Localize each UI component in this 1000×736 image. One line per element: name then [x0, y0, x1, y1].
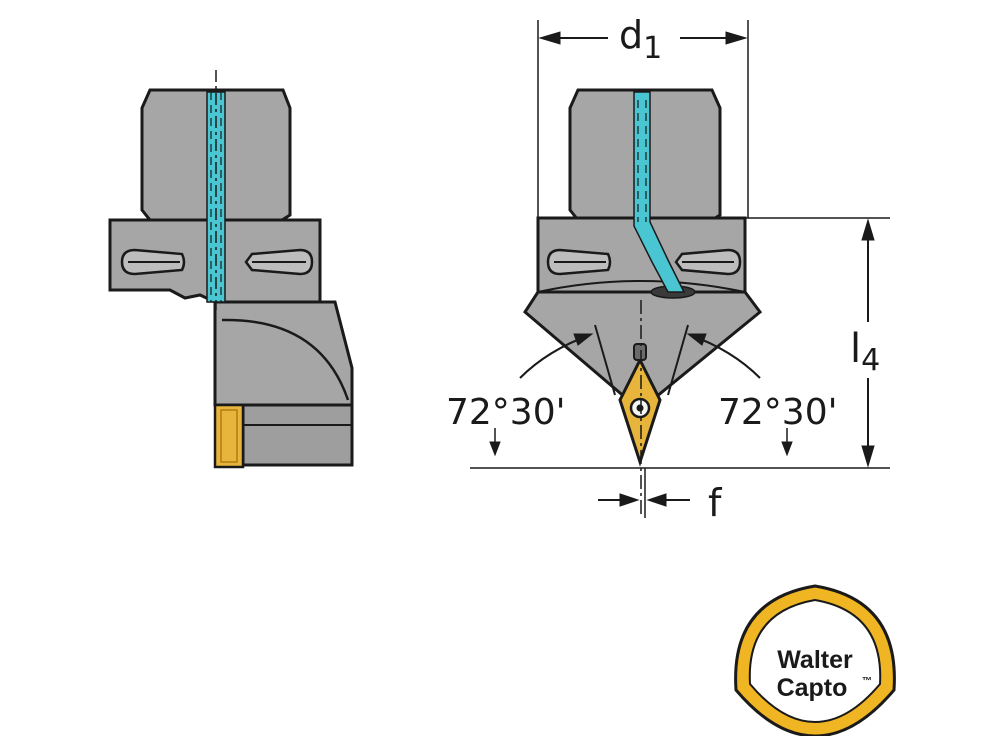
- label-d1: d1: [619, 13, 662, 66]
- label-angle-left: 72°30': [446, 392, 566, 433]
- side-insert-seat: [241, 403, 354, 467]
- side-view: [108, 70, 354, 469]
- front-view: [523, 88, 763, 518]
- front-clamp: [633, 343, 647, 361]
- label-f: f: [708, 481, 723, 525]
- logo-tm: ™: [862, 676, 872, 687]
- logo-line1: Walter: [777, 646, 853, 674]
- walter-capto-logo: Walter Capto ™: [734, 584, 896, 736]
- dimension-lines: [470, 20, 890, 518]
- label-angle-right: 72°30': [718, 392, 838, 433]
- side-head-curve: [221, 318, 350, 401]
- side-insert: [213, 403, 245, 469]
- label-l4: l4: [850, 326, 880, 378]
- logo-line2: Capto: [777, 674, 848, 702]
